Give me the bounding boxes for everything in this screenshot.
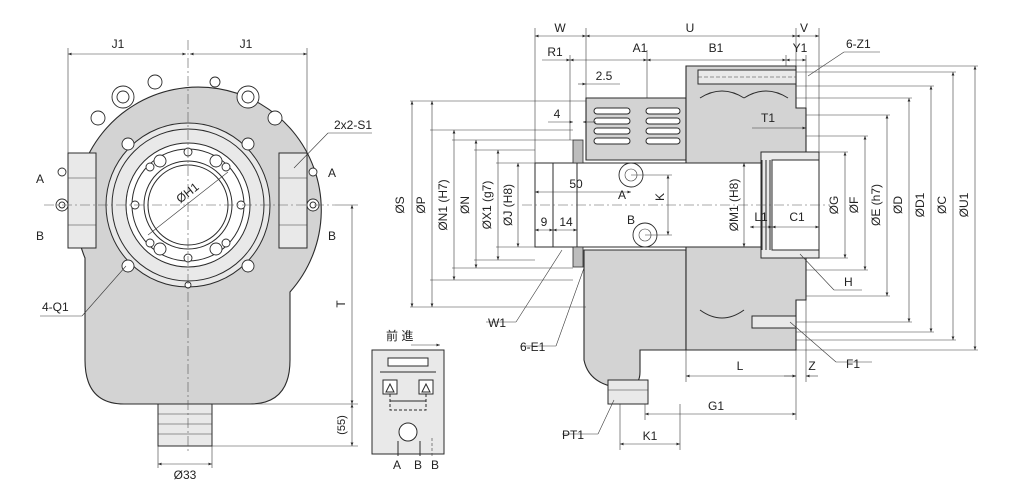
side-dia-n: ØN	[458, 196, 472, 214]
side-dia-d1: ØD1	[913, 192, 927, 217]
side-dim-k1: K1	[643, 429, 658, 443]
section-mark-a-right: A	[328, 166, 336, 180]
side-dia-c: ØC	[935, 196, 949, 214]
port-fitting	[607, 379, 649, 405]
side-dia-u1: ØU1	[957, 192, 971, 217]
side-dim-14: 14	[559, 215, 573, 229]
side-dim-l1: L1	[754, 210, 768, 224]
stub-fitting	[157, 403, 213, 447]
side-dim-r1: R1	[547, 45, 563, 59]
front-stub-dim: (55)	[336, 415, 348, 435]
side-dia-m1: ØM1 (H8)	[727, 179, 741, 232]
circuit-port-a: A	[393, 458, 401, 472]
side-dim-4: 4	[554, 107, 561, 121]
side-dim-50: 50	[569, 177, 583, 191]
side-callout-6e1: 6-E1	[520, 340, 546, 354]
side-dim-k: K	[653, 193, 667, 201]
lower-housing	[583, 249, 687, 401]
front-j1-right: J1	[240, 37, 253, 51]
side-dia-e: ØE (h7)	[869, 184, 883, 226]
side-dia-f: ØF	[847, 197, 861, 214]
side-mark-b: B	[627, 213, 635, 227]
side-dim-v: V	[800, 21, 808, 35]
circuit-motor-symbol	[398, 422, 418, 442]
side-dia-x1: ØX1 (g7)	[480, 181, 494, 230]
bolt-holes	[121, 137, 255, 289]
side-dia-n1: ØN1 (H7)	[436, 179, 450, 230]
side-dia-s: ØS	[393, 196, 407, 213]
side-dim-u: U	[686, 21, 695, 35]
right-side-block	[278, 152, 308, 249]
front-j1-left: J1	[112, 37, 125, 51]
side-dia-g: ØG	[827, 196, 841, 215]
circuit-port-b: B	[414, 458, 422, 472]
side-dim-6z1: 6-Z1	[846, 37, 871, 51]
side-dia-p: ØP	[414, 196, 428, 213]
side-dim-g1: G1	[708, 399, 724, 413]
cooling-fins	[593, 107, 681, 145]
side-callout-h: H	[844, 275, 853, 289]
front-stub-diameter: Ø33	[174, 468, 197, 482]
bottom-bolt-bar	[751, 315, 797, 329]
section-mark-b-left: B	[36, 229, 44, 243]
front-tap-label: 4-Q1	[42, 300, 69, 314]
side-dim-b1: B1	[709, 41, 724, 55]
side-dim-9: 9	[541, 215, 548, 229]
side-dim-t1: T1	[761, 111, 775, 125]
side-callout-w1: W1	[488, 316, 506, 330]
side-dim-w: W	[554, 21, 566, 35]
front-height-label: T	[334, 300, 348, 308]
front-view: J1 J1 ØH1 2x2-S1 4-Q1 A A B B T (55) Ø33	[36, 37, 372, 482]
section-mark-b-right: B	[328, 229, 336, 243]
side-view: W U V R1 A1 B1 Y1 6-Z1 2.5 4 T1	[393, 21, 978, 450]
left-side-block	[67, 152, 97, 249]
side-dim-c1: C1	[789, 210, 805, 224]
side-callout-f1: F1	[846, 357, 860, 371]
hydraulic-circuit: 前 進 A B B	[371, 328, 445, 472]
side-dim-y1: Y1	[793, 41, 808, 55]
side-dim-a1: A1	[633, 41, 648, 55]
side-mark-a: A	[618, 188, 626, 202]
side-dim-2-5: 2.5	[596, 69, 613, 83]
front-screw-label: 2x2-S1	[334, 118, 372, 132]
side-dia-j: ØJ (H8)	[501, 184, 515, 226]
side-callout-pt1: PT1	[562, 428, 584, 442]
side-dim-l: L	[737, 359, 744, 373]
section-mark-a-left: A	[36, 172, 44, 186]
circuit-port-b-drain: B	[431, 458, 439, 472]
side-dia-d: ØD	[891, 196, 905, 214]
side-dim-z: Z	[808, 359, 815, 373]
circuit-direction: 前 進	[386, 328, 413, 343]
